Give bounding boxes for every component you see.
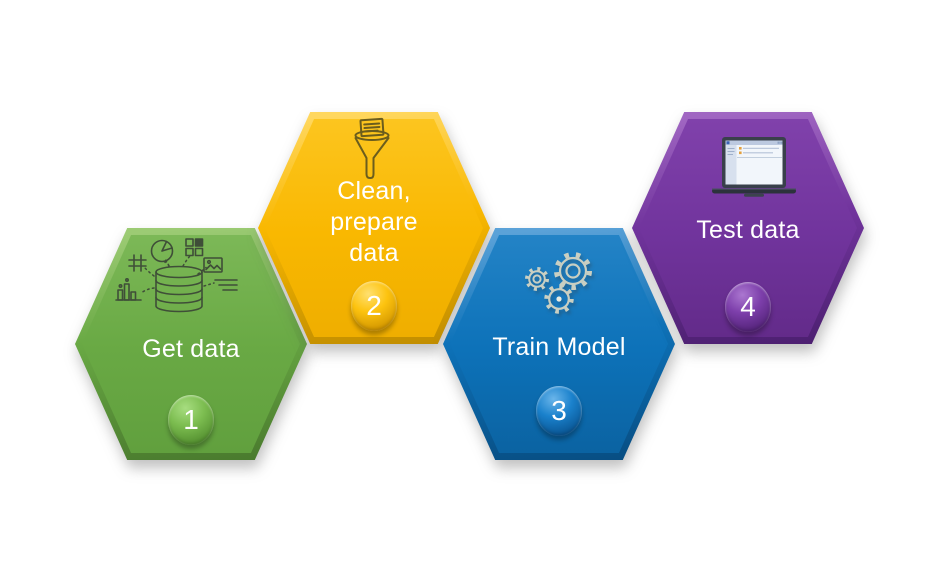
step-number-badge: 3	[536, 386, 582, 436]
funnel-icon	[340, 117, 404, 191]
hexagon-step-test-data: Test data 4	[632, 112, 864, 344]
step-number: 1	[183, 404, 199, 435]
step-number: 2	[366, 290, 382, 321]
step-label: Test data	[696, 216, 800, 244]
step-label: Get data	[142, 335, 240, 363]
step-number-badge: 2	[351, 281, 397, 331]
hexagon-step-clean-prepare-data: Clean, prepare data 2	[258, 112, 490, 344]
gears-icon	[521, 250, 601, 322]
step-number: 4	[740, 291, 756, 322]
step-number-badge: 1	[168, 395, 214, 445]
step-number: 3	[551, 395, 567, 426]
step-label: Clean, prepare data	[330, 177, 418, 267]
step-number-badge: 4	[725, 282, 771, 332]
step-label: Train Model	[492, 333, 626, 361]
hexagon-step-get-data: Get data 1	[75, 228, 307, 460]
laptop-icon	[708, 136, 800, 200]
hexagon-step-train-model: Train Model 3	[443, 228, 675, 460]
database-sources-icon	[103, 236, 243, 316]
